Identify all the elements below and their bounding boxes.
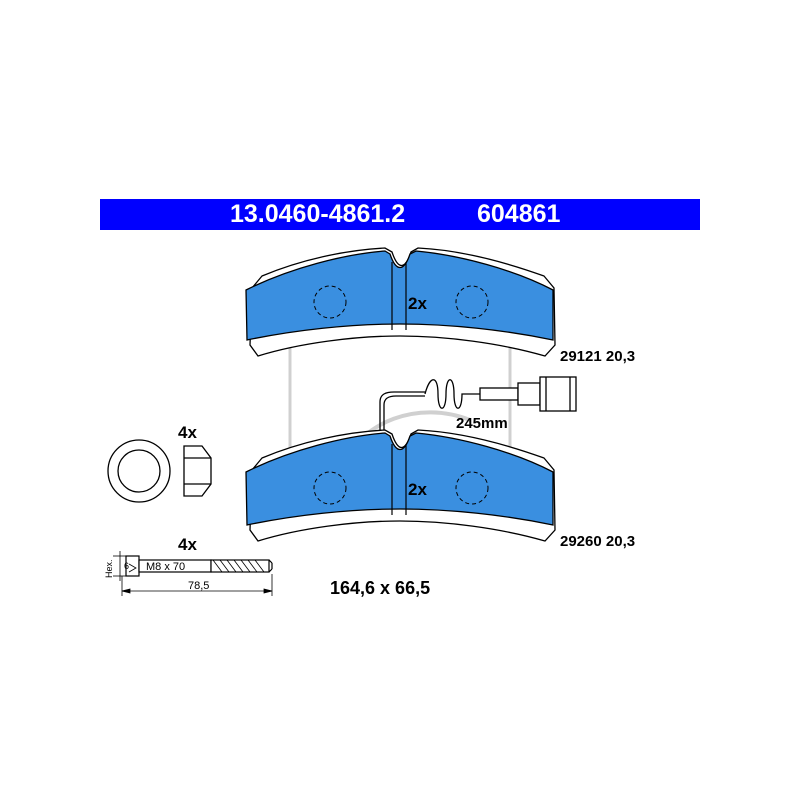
lower-pad-friction <box>245 432 554 526</box>
upper-pad-friction <box>245 250 554 341</box>
upper-pad-hole-right <box>455 285 489 319</box>
article-number: 604861 <box>477 200 561 228</box>
wear-sensor <box>379 376 577 432</box>
pad-dimensions: 164,6 x 66,5 <box>330 578 430 598</box>
bolt-quantity: 4x <box>178 535 197 554</box>
sensor-length: 245mm <box>456 415 508 432</box>
bolt-dimension-lines <box>113 551 273 596</box>
lower-pad-hole-left <box>313 471 347 505</box>
bushing-drawing <box>107 439 212 503</box>
bolt-hex-label: Hex. <box>104 559 114 578</box>
lower-pad-quantity: 2x <box>408 480 427 499</box>
bolt-drawing <box>125 555 273 577</box>
upper-pad-quantity: 2x <box>408 294 427 313</box>
part-number: 13.0460-4861.2 <box>230 200 406 228</box>
lower-pad-hole-right <box>455 471 489 505</box>
header-bar: 13.0460-4861.2 604861 <box>100 199 700 230</box>
lower-pad-spec: 29260 20,3 <box>560 533 635 550</box>
bolt-length: 78,5 <box>188 580 209 592</box>
bolt-thread: M8 x 70 <box>146 561 185 573</box>
upper-pad-hole-left <box>313 285 347 319</box>
bolt-hex-size: 6 <box>124 561 129 571</box>
upper-brake-pad <box>245 247 556 357</box>
bushing-quantity: 4x <box>178 423 197 442</box>
lower-brake-pad <box>245 429 556 542</box>
upper-pad-spec: 29121 20,3 <box>560 348 635 365</box>
